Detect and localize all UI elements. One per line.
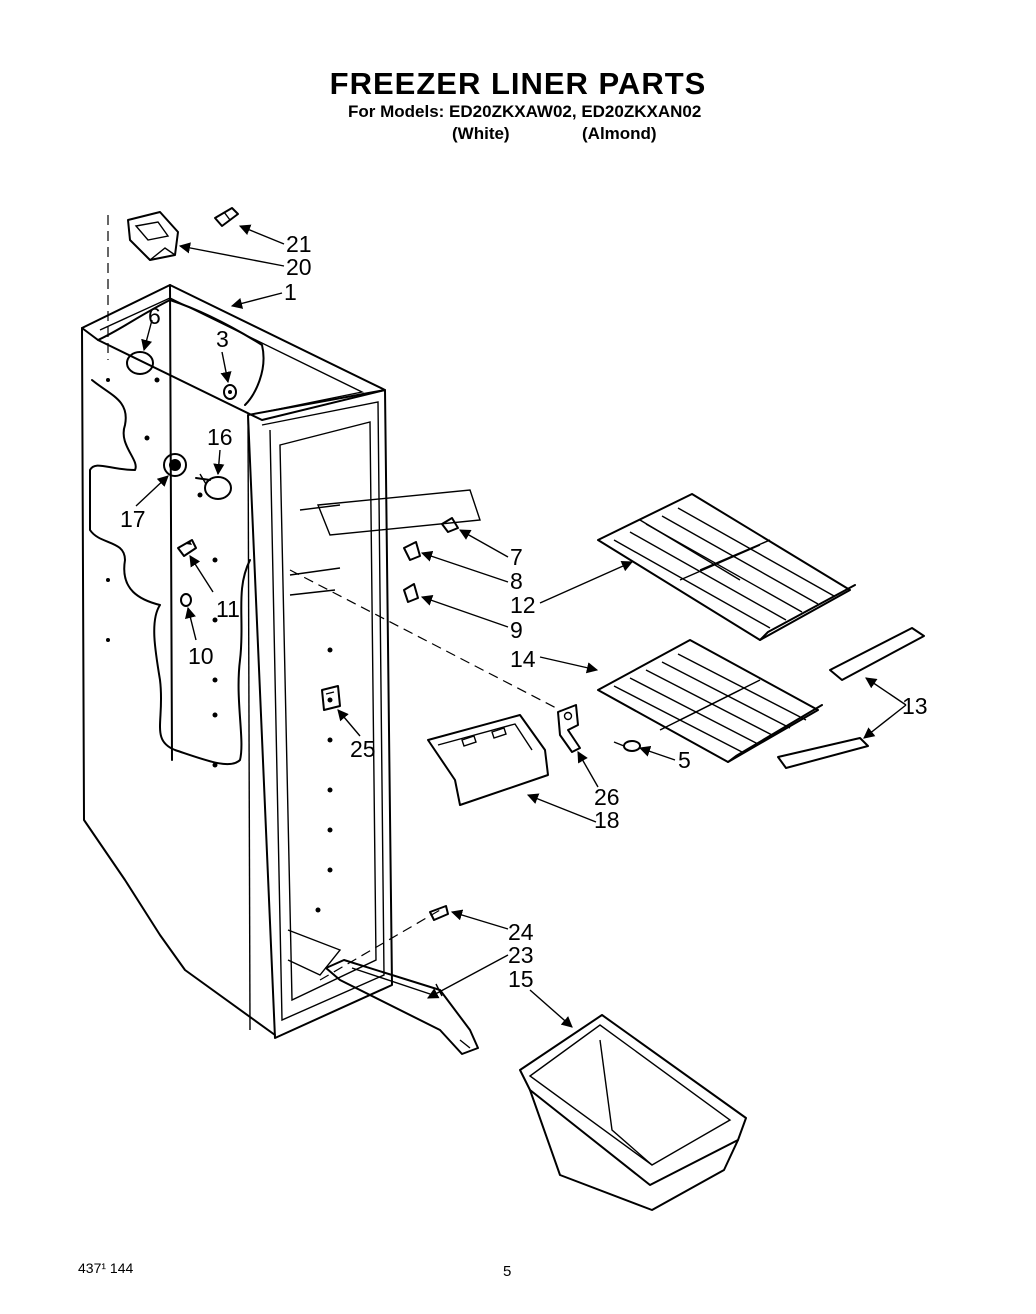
rail-part-23 — [325, 959, 479, 1055]
phantom-line — [319, 909, 441, 981]
callout-3: 3 — [216, 326, 229, 352]
callout-16: 16 — [207, 424, 233, 450]
switch-part-25 — [321, 685, 341, 711]
cover-part-18 — [427, 714, 549, 806]
finish-almond-label: (Almond) — [582, 124, 657, 143]
screw-part-10 — [180, 593, 192, 607]
callout-25: 25 — [350, 736, 376, 762]
finish-white-label: (White) — [452, 124, 510, 143]
wire-shelf-part-14 — [597, 639, 823, 763]
callout-10: 10 — [188, 643, 214, 669]
screw-part-3 — [223, 384, 237, 400]
trim-part-13-upper — [829, 627, 925, 681]
callout-15: 15 — [508, 966, 534, 992]
phantom-line — [289, 569, 561, 711]
callout-14: 14 — [510, 646, 536, 672]
page-number: 5 — [503, 1263, 512, 1280]
document-number: 437¹ 144 — [78, 1260, 134, 1276]
clip-part-11 — [177, 539, 197, 557]
clip-part-7 — [441, 517, 459, 533]
callout-26: 26 — [594, 784, 620, 810]
callout-17: 17 — [120, 506, 146, 532]
trim-part-13-lower — [777, 737, 869, 769]
freezer-liner — [81, 284, 481, 1039]
clip-part-8 — [403, 541, 421, 561]
clip-part-9 — [403, 583, 419, 603]
callout-8: 8 — [510, 568, 523, 594]
screw-part-24 — [429, 905, 449, 921]
callout-20: 20 — [286, 254, 312, 280]
callout-7: 7 — [510, 544, 523, 570]
callout-23: 23 — [508, 942, 534, 968]
models-line: For Models: ED20ZKXAW02, ED20ZKXAN02 — [348, 102, 702, 121]
callout-13: 13 — [902, 693, 928, 719]
bin-part-15 — [519, 1014, 747, 1211]
control-housing-part-20 — [127, 211, 179, 261]
callout-6: 6 — [148, 303, 161, 329]
callout-9: 9 — [510, 617, 523, 643]
bracket-part-26 — [557, 704, 581, 753]
page-title: FREEZER LINER PARTS — [329, 66, 707, 101]
callout-5: 5 — [678, 747, 691, 773]
callout-21: 21 — [286, 231, 312, 257]
light-bulb-part-16 — [195, 473, 232, 500]
callout-1: 1 — [284, 279, 297, 305]
callout-12: 12 — [510, 592, 536, 618]
leader-lines — [135, 224, 907, 1028]
screw-part-21 — [214, 207, 239, 227]
callout-11: 11 — [216, 596, 240, 622]
light-socket-part-17 — [163, 453, 187, 477]
wire-shelf-part-12 — [597, 493, 856, 641]
screw-part-5 — [613, 740, 641, 752]
plug-part-6 — [126, 351, 154, 375]
callout-24: 24 — [508, 919, 534, 945]
callout-18: 18 — [594, 807, 620, 833]
